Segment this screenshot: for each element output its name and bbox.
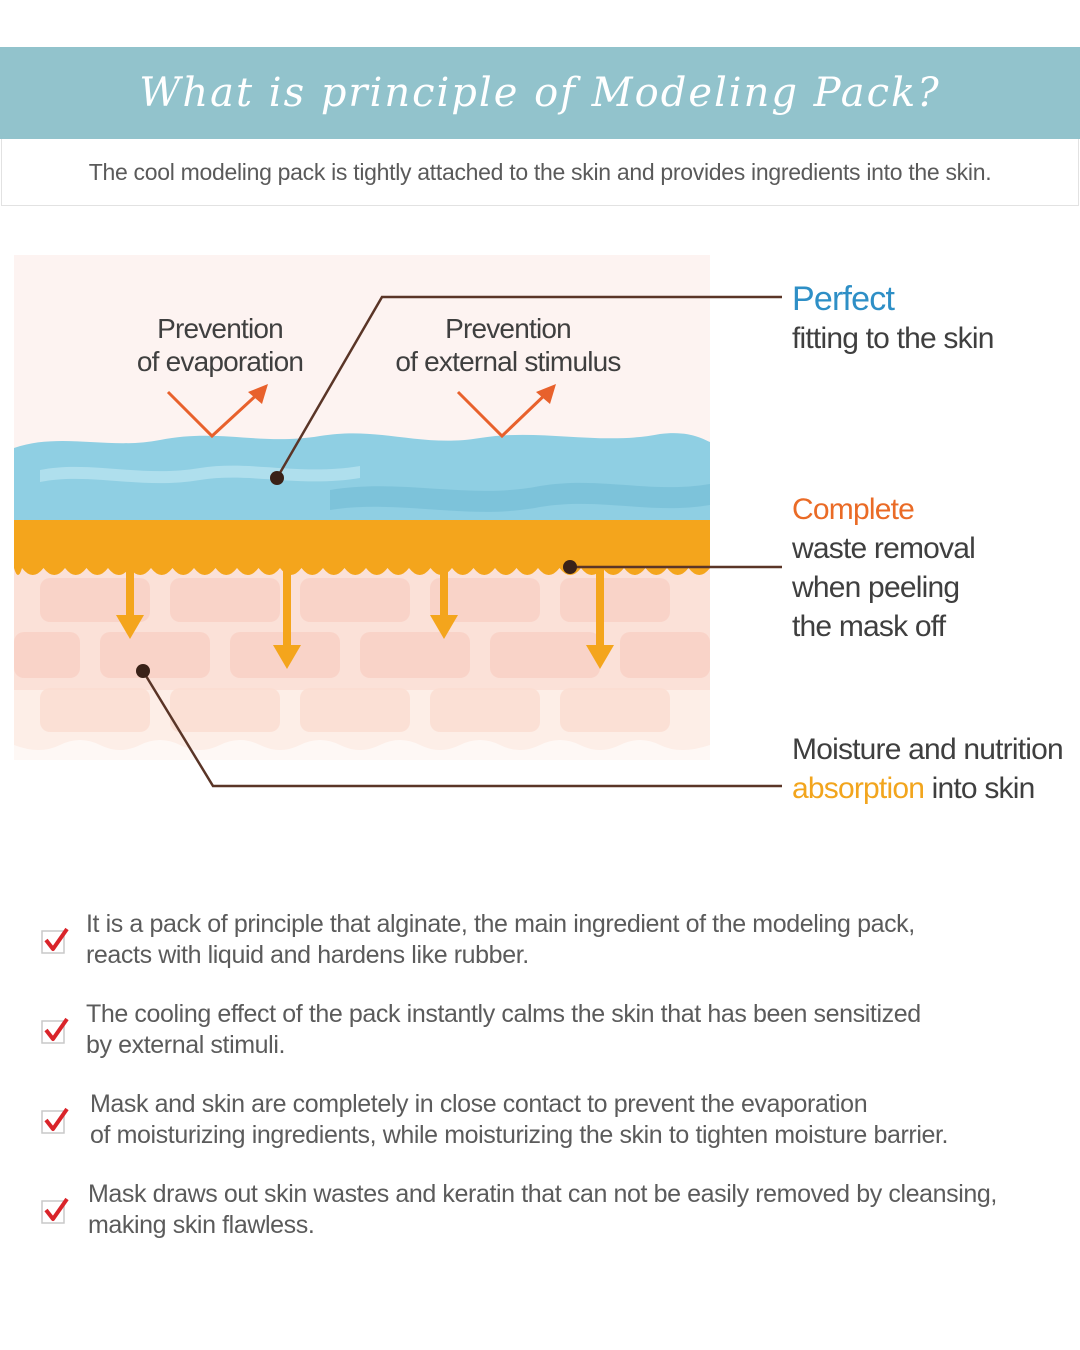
down-arrow-shaft [440, 560, 448, 615]
list-item: Mask and skin are completely in close co… [40, 1085, 1060, 1175]
checkbox-check-icon [41, 1197, 69, 1224]
list-item-line1: Mask draws out skin wastes and keratin t… [88, 1180, 997, 1208]
callout-waste-highlight: Complete [792, 493, 915, 526]
arrow-head-2 [536, 384, 556, 404]
list-item-line2: by external stimuli. [86, 1031, 286, 1059]
annotation-stimulus-line1: Prevention [445, 313, 572, 344]
leader-dot-absorption [136, 664, 150, 678]
list-item-text: It is a pack of principle that alginate,… [86, 909, 1056, 971]
callout-absorption: Moisture and nutrition absorption into s… [792, 730, 1077, 808]
down-arrow-shaft [126, 560, 134, 615]
annotation-stimulus-line2: of external stimulus [395, 346, 621, 377]
absorption-arrows [116, 560, 614, 669]
leader-line-absorption [141, 670, 782, 788]
callout-absorption-line1: Moisture and nutrition [792, 733, 1064, 766]
modeling-pack-diagram [14, 255, 782, 788]
callout-absorption-rest: into skin [924, 772, 1036, 805]
down-arrow-shaft [283, 560, 291, 645]
list-item-line2: reacts with liquid and hardens like rubb… [86, 941, 529, 969]
leader-line-fitting [275, 295, 782, 479]
list-item-text: The cooling effect of the pack instantly… [86, 999, 1056, 1061]
prevention-arrow-2 [456, 388, 552, 439]
arrow-head-1 [248, 384, 268, 404]
list-item: It is a pack of principle that alginate,… [40, 905, 1060, 995]
annotation-evaporation-line1: Prevention [157, 313, 284, 344]
leader-dot-fitting [270, 471, 284, 485]
callout-absorption-line2: absorption into skin [792, 769, 1077, 808]
list-item-line2: of moisturizing ingredients, while moist… [90, 1121, 949, 1149]
page-title: What is principle of Modeling Pack? [139, 70, 941, 116]
list-item-line1: Mask and skin are completely in close co… [90, 1090, 868, 1118]
list-item: Mask draws out skin wastes and keratin t… [40, 1175, 1060, 1265]
checkbox-check-icon [41, 927, 69, 954]
annotation-stimulus: Prevention of external stimulus [383, 312, 633, 378]
page-subtitle: The cool modeling pack is tightly attach… [88, 158, 992, 185]
waste-removal-layer [14, 503, 710, 575]
callout-fitting-text: fitting to the skin [792, 322, 994, 355]
benefit-list: It is a pack of principle that alginate,… [40, 905, 1060, 1265]
annotation-evaporation-line2: of evaporation [136, 346, 304, 377]
callout-waste-line2: waste removal [792, 532, 976, 565]
down-arrow-head [273, 645, 301, 669]
callout-absorption-highlight: absorption [792, 772, 925, 805]
down-arrow-shaft [596, 560, 604, 645]
subtitle-box: The cool modeling pack is tightly attach… [1, 139, 1079, 206]
annotation-evaporation: Prevention of evaporation [120, 312, 320, 378]
prevention-arrow-1 [166, 388, 264, 439]
leader-dot-waste [563, 560, 577, 574]
list-item-line1: The cooling effect of the pack instantly… [86, 1000, 921, 1028]
mask-shadow [330, 482, 710, 512]
down-arrow-head [586, 645, 614, 669]
skin-cells [14, 578, 710, 732]
list-item: The cooling effect of the pack instantly… [40, 995, 1060, 1085]
list-item-text: Mask draws out skin wastes and keratin t… [88, 1179, 1058, 1241]
callout-waste-line3: when peeling [792, 571, 960, 604]
callout-fitting: Perfect fitting to the skin [792, 280, 994, 358]
down-arrow-head [116, 615, 144, 639]
list-item-text: Mask and skin are completely in close co… [90, 1089, 1060, 1151]
callout-waste-line4: the mask off [792, 610, 946, 643]
down-arrow-head [430, 615, 458, 639]
list-item-line1: It is a pack of principle that alginate,… [86, 910, 915, 938]
checkbox-check-icon [41, 1107, 69, 1134]
callout-fitting-highlight: Perfect [792, 280, 895, 318]
title-banner: What is principle of Modeling Pack? [0, 47, 1080, 139]
list-item-line2: making skin flawless. [88, 1211, 315, 1239]
skin-bottom-edge [14, 740, 710, 760]
callout-waste: Complete waste removal when peeling the … [792, 490, 976, 646]
checkbox-check-icon [41, 1017, 69, 1044]
